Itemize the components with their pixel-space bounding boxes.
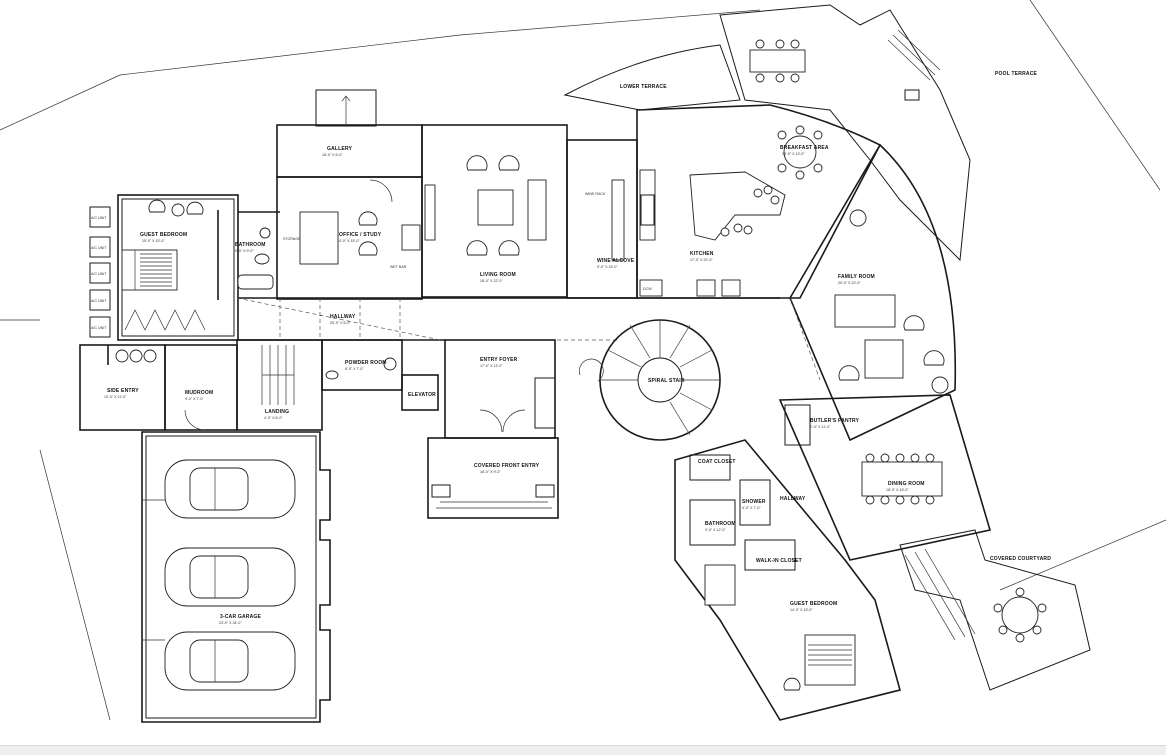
room-label: GUEST BEDROOM: [140, 232, 187, 238]
room-label: POWDER ROOM: [345, 360, 387, 366]
footer-strip: [0, 745, 1166, 755]
room-size: 18'-0" X 6'-0": [322, 153, 343, 157]
room-label: SHOWER: [742, 499, 766, 505]
room-label: COAT CLOSET: [698, 459, 736, 465]
small-label: STORAGE: [283, 237, 301, 241]
room-size: 15'-0" X 15'-0": [142, 239, 165, 243]
room-label: COVERED FRONT ENTRY: [474, 463, 540, 469]
ac-units: A/C UNIT A/C UNIT A/C UNIT A/C UNIT A/C …: [89, 206, 111, 338]
pool-terrace: POOL TERRACE: [719, 4, 1037, 262]
covered-courtyard: COVERED COURTYARD: [899, 529, 1091, 691]
room-label: POOL TERRACE: [995, 71, 1037, 77]
ac-unit-label: A/C UNIT: [91, 299, 107, 303]
room-label: LANDING: [265, 409, 289, 415]
room-size: 14'-0" X 15'-0": [337, 239, 360, 243]
car: [164, 547, 296, 607]
ac-unit-label: A/C UNIT: [91, 272, 107, 276]
property-lines: [0, 0, 1166, 721]
room-label: BATHROOM: [235, 242, 266, 248]
entry-block: POWDER ROOM 6'-0" X 7'-0" ELEVATOR ENTRY…: [321, 339, 559, 519]
room-label: SIDE ENTRY: [107, 388, 139, 394]
room-size: 9'-0" X 7'-0": [185, 397, 204, 401]
room-size: 6'-0" X 7'-0": [345, 367, 364, 371]
room-label: WALK-IN CLOSET: [756, 558, 802, 564]
room-label: COVERED COURTYARD: [990, 556, 1051, 562]
room-label: HALLWAY: [780, 496, 806, 502]
south-east-wing: DINING ROOM 18'-0" X 18'-0" BUTLER'S PAN…: [674, 394, 992, 721]
room-label: DINING ROOM: [888, 481, 925, 487]
left-wing: GUEST BEDROOM 15'-0" X 15'-0" BATHROOM 9…: [117, 194, 280, 341]
room-size: 12'-0" X 11'-0": [104, 395, 127, 399]
kitchen-block: LOWER TERRACE WINE ALCOVE 9'-0" X 15'-0"…: [563, 44, 882, 299]
room-size: 23'-0" X 34'-0": [219, 621, 242, 625]
room-label: GUEST BEDROOM: [790, 601, 837, 607]
room-size: 4'-0" X 7'-0": [742, 506, 761, 510]
room-label: OFFICE / STUDY: [339, 232, 382, 238]
garage: 3-CAR GARAGE 23'-0" X 34'-0": [141, 431, 331, 723]
room-label: FAMILY ROOM: [838, 274, 875, 280]
room-size: 18'-0" X 9'-0": [480, 470, 501, 474]
small-label: WINE RACK: [585, 192, 606, 196]
ac-unit-label: A/C UNIT: [91, 216, 107, 220]
room-size: 18'-0" X 18'-0": [886, 488, 909, 492]
car: [164, 631, 296, 691]
room-label: BREAKFAST AREA: [780, 145, 829, 151]
side-entry-block: SIDE ENTRY 12'-0" X 11'-0" MUDROOM 9'-0"…: [79, 339, 323, 431]
room-size: 4'-0" X 6'-0": [264, 416, 283, 420]
room-size: 9'-0" X 12'-0": [705, 528, 726, 532]
room-label: ELEVATOR: [408, 392, 436, 398]
room-label: ENTRY FOYER: [480, 357, 518, 363]
spiral-stair: SPIRAL STAIR: [579, 319, 721, 441]
room-size: 9'-0" X 15'-0": [597, 265, 618, 269]
room-label: SPIRAL STAIR: [648, 378, 685, 384]
room-label: HALLWAY: [330, 314, 356, 320]
room-label: BUTLER'S PANTRY: [810, 418, 860, 424]
room-size: 14'-0" X 15'-0": [790, 608, 813, 612]
small-label: WET BAR: [390, 265, 407, 269]
central-north: GALLERY 18'-0" X 6'-0" OFFICE / STUDY 14…: [276, 89, 568, 300]
room-label: KITCHEN: [690, 251, 714, 257]
room-size: 17'-0" X 22'-0": [690, 258, 713, 262]
room-label: BATHROOM: [705, 521, 736, 527]
room-size: 7'-0" X 11'-0": [810, 425, 831, 429]
room-size: 18'-0" X 22'-0": [480, 279, 503, 283]
ac-unit-label: A/C UNIT: [91, 246, 107, 250]
ac-unit-label: A/C UNIT: [91, 326, 107, 330]
room-size: 20'-0" X 22'-0": [838, 281, 861, 285]
room-size: 9'-0" X 9'-0": [235, 249, 254, 253]
car: [164, 459, 296, 519]
room-label: GALLERY: [327, 146, 353, 152]
small-label: DCW: [643, 287, 652, 291]
room-size: 17'-0" X 13'-0": [480, 364, 503, 368]
room-label: WINE ALCOVE: [597, 258, 635, 264]
family-room: FAMILY ROOM 20'-0" X 22'-0": [789, 143, 957, 442]
room-label: MUDROOM: [185, 390, 213, 396]
room-label: LIVING ROOM: [480, 272, 516, 278]
room-label: LOWER TERRACE: [620, 84, 667, 90]
room-label: 3-CAR GARAGE: [220, 614, 261, 620]
room-size: 25'-0" X 6'-0": [330, 321, 351, 325]
room-size: 13'-0" X 13'-0": [782, 152, 805, 156]
